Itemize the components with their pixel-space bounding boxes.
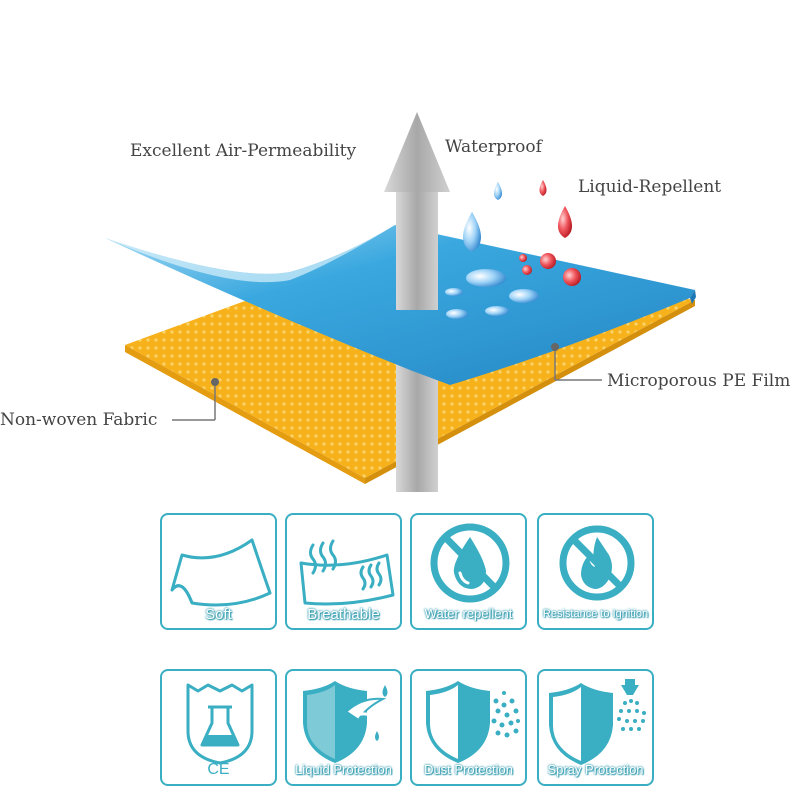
breathable-icon xyxy=(299,539,395,606)
pe-film-leader xyxy=(551,343,602,381)
feature-badge-soft: Soft xyxy=(160,513,277,630)
ignition-resistance-icon xyxy=(559,525,635,601)
feature-badge-liquid-protection: Liquid Protection xyxy=(285,669,402,786)
feature-label: Soft xyxy=(205,606,232,623)
water-droplets xyxy=(445,182,539,319)
spray-protection-icon xyxy=(549,679,646,765)
liquid-droplets xyxy=(519,180,581,286)
nonwoven-label: Non-woven Fabric xyxy=(0,410,157,430)
feature-label: Spray Protection xyxy=(547,762,644,777)
liquid-repellent-label: Liquid-Repellent xyxy=(578,177,721,197)
fabric-leader xyxy=(172,378,219,421)
feature-badge-water-repellent: Water repellent xyxy=(410,513,527,630)
air-permeability-arrow xyxy=(384,112,450,310)
air-permeability-label: Excellent Air-Permeability xyxy=(130,141,356,161)
feature-badge-dust-protection: Dust Protection xyxy=(410,669,527,786)
feature-badge-breathable: Breathable xyxy=(285,513,402,630)
feature-badge-ignition: Resistance to Ignition xyxy=(537,513,654,630)
dust-protection-icon xyxy=(426,681,520,763)
ce-flask-shield-icon xyxy=(186,683,254,765)
layer-diagram: Excellent Air-Permeability Waterproof Li… xyxy=(0,112,790,492)
waterproof-label: Waterproof xyxy=(445,137,544,157)
feature-badge-ce: CE xyxy=(160,669,277,786)
feature-badge-spray-protection: Spray Protection xyxy=(537,669,654,786)
pe-film-label: Microporous PE Film xyxy=(607,371,790,391)
soft-icon xyxy=(170,538,272,607)
feature-label: Resistance to Ignition xyxy=(542,608,649,620)
feature-label: Breathable xyxy=(307,606,380,623)
feature-label: Water repellent xyxy=(424,606,513,621)
ce-mark: CE xyxy=(207,761,230,778)
arrow-lower xyxy=(396,360,438,492)
water-repellent-icon xyxy=(430,523,510,603)
feature-label: Liquid Protection xyxy=(295,762,392,777)
feature-label: Dust Protection xyxy=(424,762,513,777)
liquid-protection-icon xyxy=(303,681,388,763)
